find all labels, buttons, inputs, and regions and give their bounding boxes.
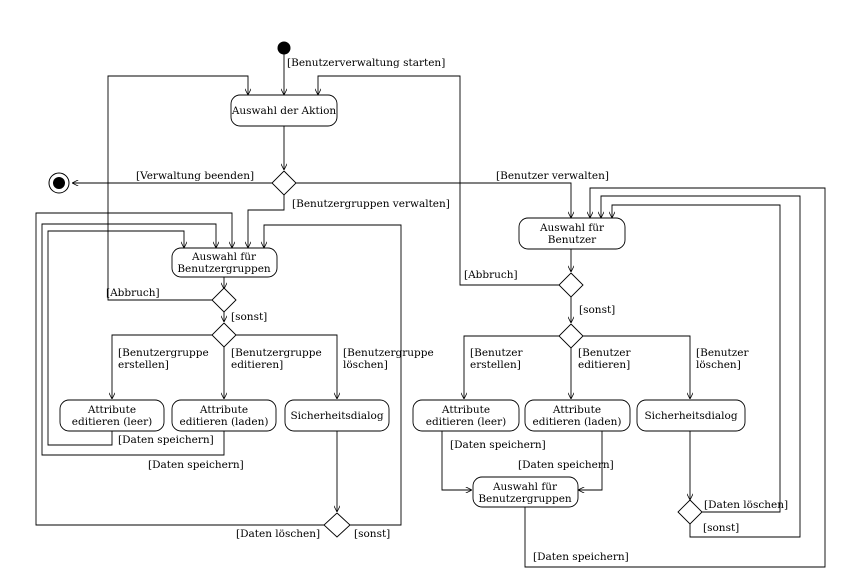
edge-u-abbruch — [318, 75, 560, 286]
node-u-sicherheitsdialog: Sicherheitsdialog — [636, 399, 746, 432]
label-u-loeschen-1: [Benutzer — [696, 347, 750, 359]
label-u-editieren-2: editieren] — [578, 359, 630, 371]
svg-text:Auswahl für: Auswahl für — [191, 251, 257, 263]
svg-text:Sicherheitsdialog: Sicherheitsdialog — [644, 410, 737, 422]
label-g-abbruch: [Abbruch] — [106, 287, 160, 299]
guard-labels: [Benutzerverwaltung starten] [Verwaltung… — [106, 57, 788, 563]
node-auswahl-aktion: Auswahl der Aktion — [230, 94, 338, 127]
label-u-daten-speichern-2: [Daten speichern] — [518, 459, 614, 471]
label-g-loeschen-2: löschen] — [343, 359, 388, 371]
label-u-daten-speichern-3: [Daten speichern] — [533, 551, 629, 563]
svg-text:Attribute: Attribute — [552, 404, 601, 416]
edge-u-erstellen — [464, 335, 559, 399]
decision-u-action — [558, 323, 584, 349]
edge-u-laden-save — [578, 431, 603, 490]
decision-u-abbruch — [558, 272, 584, 298]
label-g-sonst: [sonst] — [231, 311, 267, 323]
node-g-attr-laden: Attribute editieren (laden) — [171, 399, 277, 432]
edge-g-loeschen — [236, 334, 337, 399]
decisions — [211, 170, 703, 538]
edge-gruppen-verwalten — [248, 195, 285, 248]
label-u-editieren-1: [Benutzer — [578, 347, 632, 359]
label-g-loeschen-1: [Benutzergruppe — [343, 347, 434, 359]
edge-g-abbruch — [107, 75, 248, 301]
decision-g-loeschen — [323, 512, 351, 538]
decision-g-action — [211, 322, 237, 348]
edge-u-loeschen — [583, 335, 690, 399]
svg-text:editieren (laden): editieren (laden) — [180, 416, 269, 428]
label-beenden: [Verwaltung beenden] — [136, 170, 254, 182]
label-g-daten-speichern-1: [Daten speichern] — [118, 434, 214, 446]
svg-text:Benutzer: Benutzer — [548, 234, 597, 246]
edge-u-sonst2 — [601, 195, 801, 538]
svg-text:editieren (leer): editieren (leer) — [426, 416, 506, 428]
svg-text:editieren (leer): editieren (leer) — [72, 416, 152, 428]
svg-text:Auswahl der Aktion: Auswahl der Aktion — [231, 105, 337, 117]
edges — [35, 54, 826, 568]
label-g-daten-loeschen: [Daten löschen] — [236, 528, 320, 540]
label-start: [Benutzerverwaltung starten] — [287, 57, 445, 69]
label-u-sonst2: [sonst] — [703, 522, 739, 534]
label-u-sonst: [sonst] — [579, 304, 615, 316]
label-u-abbruch: [Abbruch] — [464, 269, 518, 281]
node-u-auswahl-benutzer: Auswahl für Benutzer — [518, 217, 626, 250]
edge-u-daten-loeschen — [612, 204, 781, 513]
edge-g-daten-loeschen — [35, 212, 324, 526]
svg-text:editieren (laden): editieren (laden) — [533, 416, 622, 428]
label-g-erstellen-2: erstellen] — [118, 359, 169, 371]
label-u-erstellen-1: [Benutzer — [470, 347, 524, 359]
label-g-daten-speichern-2: [Daten speichern] — [148, 459, 244, 471]
node-g-sicherheitsdialog: Sicherheitsdialog — [284, 399, 390, 432]
node-g-attr-leer: Attribute editieren (leer) — [59, 399, 165, 432]
label-gruppen-verwalten: [Benutzergruppen verwalten] — [292, 198, 450, 210]
label-u-daten-speichern-1: [Daten speichern] — [450, 439, 546, 451]
edge-g-erstellen — [112, 334, 212, 399]
decision-main — [271, 170, 297, 196]
label-g-sonst2: [sonst] — [354, 528, 390, 540]
edge-g-leer-save — [47, 230, 184, 446]
decision-u-loeschen — [677, 499, 703, 525]
initial-node — [277, 41, 291, 55]
label-u-loeschen-2: löschen] — [696, 359, 741, 371]
svg-text:Auswahl für: Auswahl für — [492, 481, 558, 493]
label-g-erstellen-1: [Benutzergruppe — [118, 347, 209, 359]
final-node — [48, 172, 70, 194]
label-g-editieren-1: [Benutzergruppe — [231, 347, 322, 359]
svg-text:Benutzergruppen: Benutzergruppen — [177, 263, 271, 275]
node-g-auswahl-gruppen: Auswahl für Benutzergruppen — [171, 247, 278, 278]
edge-u-leer-save — [441, 431, 472, 490]
svg-text:Auswahl für: Auswahl für — [539, 222, 605, 234]
svg-text:Attribute: Attribute — [87, 404, 136, 416]
svg-text:Sicherheitsdialog: Sicherheitsdialog — [290, 410, 383, 422]
node-u-auswahl-gruppen: Auswahl für Benutzergruppen — [472, 476, 579, 508]
svg-text:Attribute: Attribute — [441, 404, 490, 416]
svg-text:Attribute: Attribute — [199, 404, 248, 416]
decision-g-abbruch — [211, 287, 237, 313]
node-u-attr-leer: Attribute editieren (leer) — [412, 399, 520, 432]
label-u-daten-loeschen: [Daten löschen] — [704, 499, 788, 511]
edge-u-gruppen-save — [524, 187, 826, 568]
svg-text:Benutzergruppen: Benutzergruppen — [478, 493, 572, 505]
edge-g-laden-save — [41, 223, 225, 456]
edge-benutzer-verwalten — [296, 182, 571, 218]
edge-g-sonst2 — [264, 224, 402, 526]
label-g-editieren-2: editieren] — [231, 359, 283, 371]
label-u-erstellen-2: erstellen] — [470, 359, 521, 371]
label-benutzer-verwalten: [Benutzer verwalten] — [496, 170, 609, 182]
node-u-attr-laden: Attribute editieren (laden) — [524, 399, 631, 432]
